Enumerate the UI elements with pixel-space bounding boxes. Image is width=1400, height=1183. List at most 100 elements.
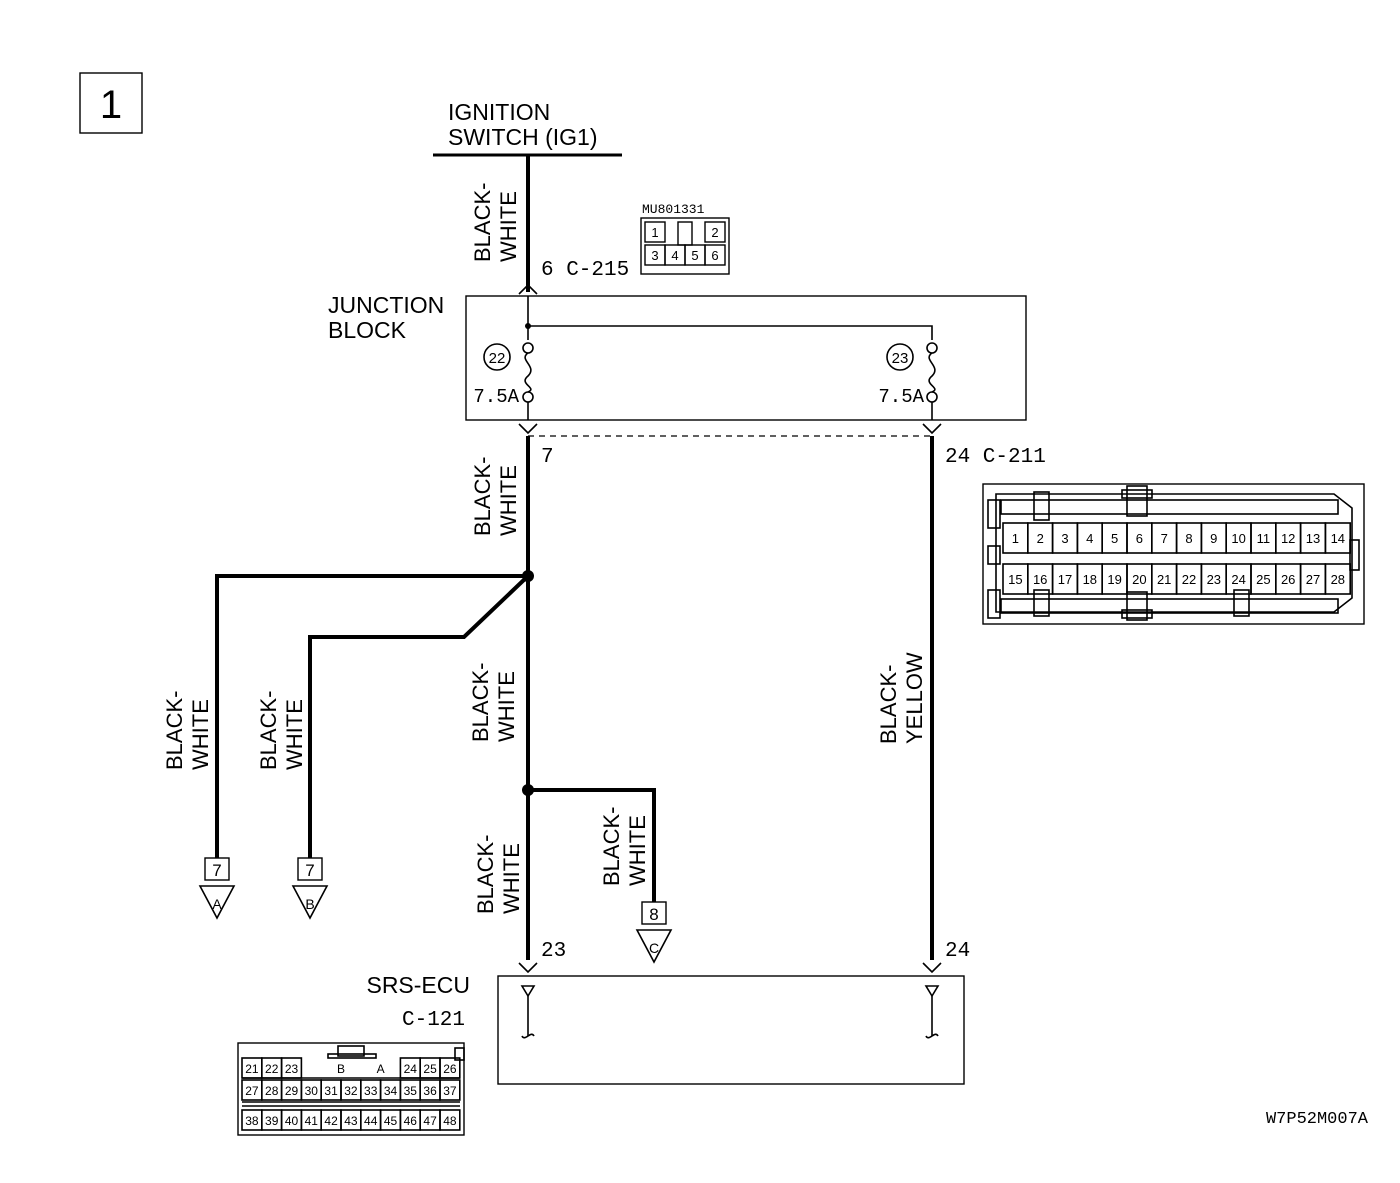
- wire-label-w1-line1: BLACK-: [470, 183, 495, 262]
- ignition-switch-line1: IGNITION: [448, 99, 550, 125]
- offpage-a-number: 7: [212, 861, 221, 880]
- c215-pin: 2: [711, 225, 718, 240]
- c121-pin: 22: [265, 1062, 279, 1076]
- c121-pin: 24: [404, 1062, 418, 1076]
- c121-pin: 28: [265, 1084, 279, 1098]
- offpage-connector-a: 7 A: [198, 857, 236, 920]
- c211-pin: 12: [1281, 531, 1295, 546]
- page-number-text: 1: [100, 83, 122, 127]
- wire-label-top: BLACK- WHITE: [470, 183, 521, 262]
- fuse-23-rating: 7.5A: [878, 386, 924, 408]
- c211-pin: 8: [1185, 531, 1192, 546]
- wire-label-w2-line2: WHITE: [496, 465, 521, 536]
- wire-to-offpage-a: [215, 574, 528, 858]
- c211-pin: 13: [1306, 531, 1320, 546]
- c211-pin: 20: [1132, 572, 1146, 587]
- c211-pin: 17: [1058, 572, 1072, 587]
- c121-pin: 41: [305, 1114, 319, 1128]
- c211-pin: 3: [1061, 531, 1068, 546]
- c121-pin: 23: [285, 1062, 299, 1076]
- wire-label-w7-line2: WHITE: [625, 815, 650, 886]
- c121-pin: 39: [265, 1114, 279, 1128]
- c121-pin-cell: [439, 1109, 461, 1131]
- fuse-23-number: 23: [892, 350, 909, 367]
- fuse-23: 23 7.5A: [878, 342, 938, 420]
- page-number: 1: [79, 72, 143, 134]
- wire-label-w6-line2: WHITE: [499, 843, 524, 914]
- c211-pin: 27: [1306, 572, 1320, 587]
- c121-pin: 21: [245, 1062, 259, 1076]
- c211-pin-cell: [1324, 563, 1352, 595]
- connector-c215-part-number: MU801331: [642, 202, 705, 217]
- c215-pin: 4: [671, 248, 678, 263]
- c121-pin: 42: [324, 1114, 338, 1128]
- fuse-22: 22 7.5A: [473, 342, 534, 420]
- c121-pin: B: [337, 1062, 345, 1076]
- c215-pin: 6: [711, 248, 718, 263]
- junction-block: JUNCTION BLOCK 22 7.5A 23 7.5A: [328, 292, 1027, 421]
- wire-to-offpage-b: [308, 574, 530, 858]
- c121-pin: 36: [423, 1084, 437, 1098]
- connector-c211-label-right: 24 C-211: [945, 446, 1046, 469]
- c121-pin: 32: [344, 1084, 358, 1098]
- c121-pin: 48: [443, 1114, 457, 1128]
- c211-pin: 22: [1182, 572, 1196, 587]
- c211-pin: 7: [1161, 531, 1168, 546]
- wire-label-w3-line1: BLACK-: [162, 691, 187, 770]
- c121-pin: 33: [364, 1084, 378, 1098]
- c121-pin: 45: [384, 1114, 398, 1128]
- connector-c211-terminal-24: [922, 423, 942, 435]
- c211-pin: 5: [1111, 531, 1118, 546]
- c211-pin: 25: [1256, 572, 1270, 587]
- wire-label-w5-line1: BLACK-: [468, 663, 493, 742]
- c211-pin: 2: [1037, 531, 1044, 546]
- srs-ecu: 23 24 SRS-ECU C-121: [366, 940, 970, 1085]
- c121-pin-cell: [439, 1079, 461, 1101]
- c211-pin: 4: [1086, 531, 1093, 546]
- c121-pin: 25: [423, 1062, 437, 1076]
- wire-label-w5-line2: WHITE: [494, 671, 519, 742]
- connector-c211-terminal-7: [518, 423, 538, 435]
- c215-pin: 1: [651, 225, 658, 240]
- wire-label-w6-line1: BLACK-: [473, 835, 498, 914]
- c121-pin: 46: [404, 1114, 418, 1128]
- c121-pin: 27: [245, 1084, 259, 1098]
- c211-pin: 21: [1157, 572, 1171, 587]
- c121-pin: 47: [423, 1114, 437, 1128]
- c121-pin: 29: [285, 1084, 299, 1098]
- fuse-22-number: 22: [489, 350, 506, 367]
- connector-c215-label: 6 C-215: [541, 259, 629, 282]
- c121-pin: 34: [384, 1084, 398, 1098]
- c211-pin-cell: [1324, 522, 1352, 554]
- c215-pin: 3: [651, 248, 658, 263]
- c211-pin: 11: [1257, 531, 1271, 546]
- offpage-c-letter: C: [649, 940, 659, 956]
- c211-pin: 1: [1012, 531, 1019, 546]
- c211-pin: 14: [1331, 531, 1345, 546]
- c121-pin: A: [377, 1062, 385, 1076]
- offpage-b-letter: B: [305, 896, 314, 912]
- wire-label-w2-line1: BLACK-: [470, 457, 495, 536]
- offpage-a-letter: A: [212, 896, 222, 912]
- c211-pin: 28: [1331, 572, 1345, 587]
- wire-label-w3-line2: WHITE: [188, 699, 213, 770]
- c121-pin: 31: [324, 1084, 338, 1098]
- srs-ecu-connector: C-121: [402, 1009, 465, 1032]
- c215-pin: 5: [691, 248, 698, 263]
- figure-code: W7P52M007A: [1266, 1110, 1369, 1129]
- offpage-connector-b: 7 B: [291, 857, 329, 920]
- c121-pin: 37: [443, 1084, 457, 1098]
- connector-c211-label-left: 7: [541, 446, 554, 469]
- offpage-b-number: 7: [305, 861, 314, 880]
- wire-label-w4-line1: BLACK-: [256, 691, 281, 770]
- c211-pin: 15: [1008, 572, 1022, 587]
- wire-label-w1-line2: WHITE: [496, 191, 521, 262]
- c211-pin: 24: [1231, 572, 1245, 587]
- ignition-switch-line2: SWITCH (IG1): [448, 124, 598, 150]
- c121-pin: 35: [404, 1084, 418, 1098]
- wire-label-w4-line2: WHITE: [282, 699, 307, 770]
- srs-ecu-name: SRS-ECU: [366, 972, 470, 998]
- c121-pin: 40: [285, 1114, 299, 1128]
- c121-pin: 26: [443, 1062, 457, 1076]
- c121-pin: 30: [305, 1084, 319, 1098]
